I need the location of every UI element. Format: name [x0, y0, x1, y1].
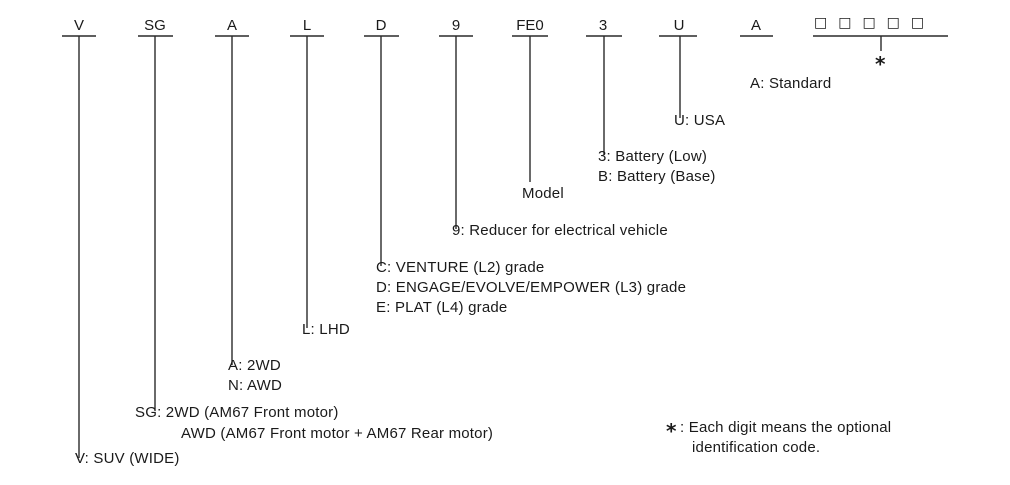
- label-2wd: A: 2WD: [228, 357, 281, 374]
- code-position-10: A: [750, 17, 761, 34]
- code-position-7: FE0: [516, 17, 544, 34]
- code-position-1: V: [73, 17, 84, 34]
- label-reducer: 9: Reducer for electrical vehicle: [452, 222, 668, 239]
- code-position-9: U: [673, 17, 685, 34]
- label-grade-venture: C: VENTURE (L2) grade: [376, 259, 545, 276]
- footnote-line-2: identification code.: [692, 439, 821, 456]
- label-battery-base: B: Battery (Base): [598, 168, 716, 185]
- label-standard: A: Standard: [750, 75, 832, 92]
- label-suv: V: SUV (WIDE): [75, 450, 180, 467]
- optional-code-boxes: □□□□□: [814, 15, 936, 31]
- footnote-line-1: : Each digit means the optional: [680, 419, 892, 436]
- code-position-2: SG: [144, 17, 166, 34]
- code-position-5: D: [375, 17, 387, 34]
- label-sg-awd: AWD (AM67 Front motor + AM67 Rear motor): [181, 425, 494, 442]
- label-model: Model: [522, 185, 564, 202]
- code-position-8: 3: [598, 17, 608, 34]
- label-usa: U: USA: [674, 112, 726, 129]
- label-grade-plat: E: PLAT (L4) grade: [376, 299, 508, 316]
- label-lhd: L: LHD: [302, 321, 350, 338]
- label-awd: N: AWD: [228, 377, 282, 394]
- optional-code-marker: *: [875, 52, 886, 76]
- label-grade-engage: D: ENGAGE/EVOLVE/EMPOWER (L3) grade: [376, 279, 687, 296]
- label-sg-2wd: SG: 2WD (AM67 Front motor): [135, 404, 339, 421]
- code-position-3: A: [226, 17, 237, 34]
- footnote-marker: *: [666, 419, 677, 443]
- label-battery-low: 3: Battery (Low): [598, 148, 708, 165]
- code-position-4: L: [302, 17, 312, 34]
- code-position-6: 9: [451, 17, 461, 34]
